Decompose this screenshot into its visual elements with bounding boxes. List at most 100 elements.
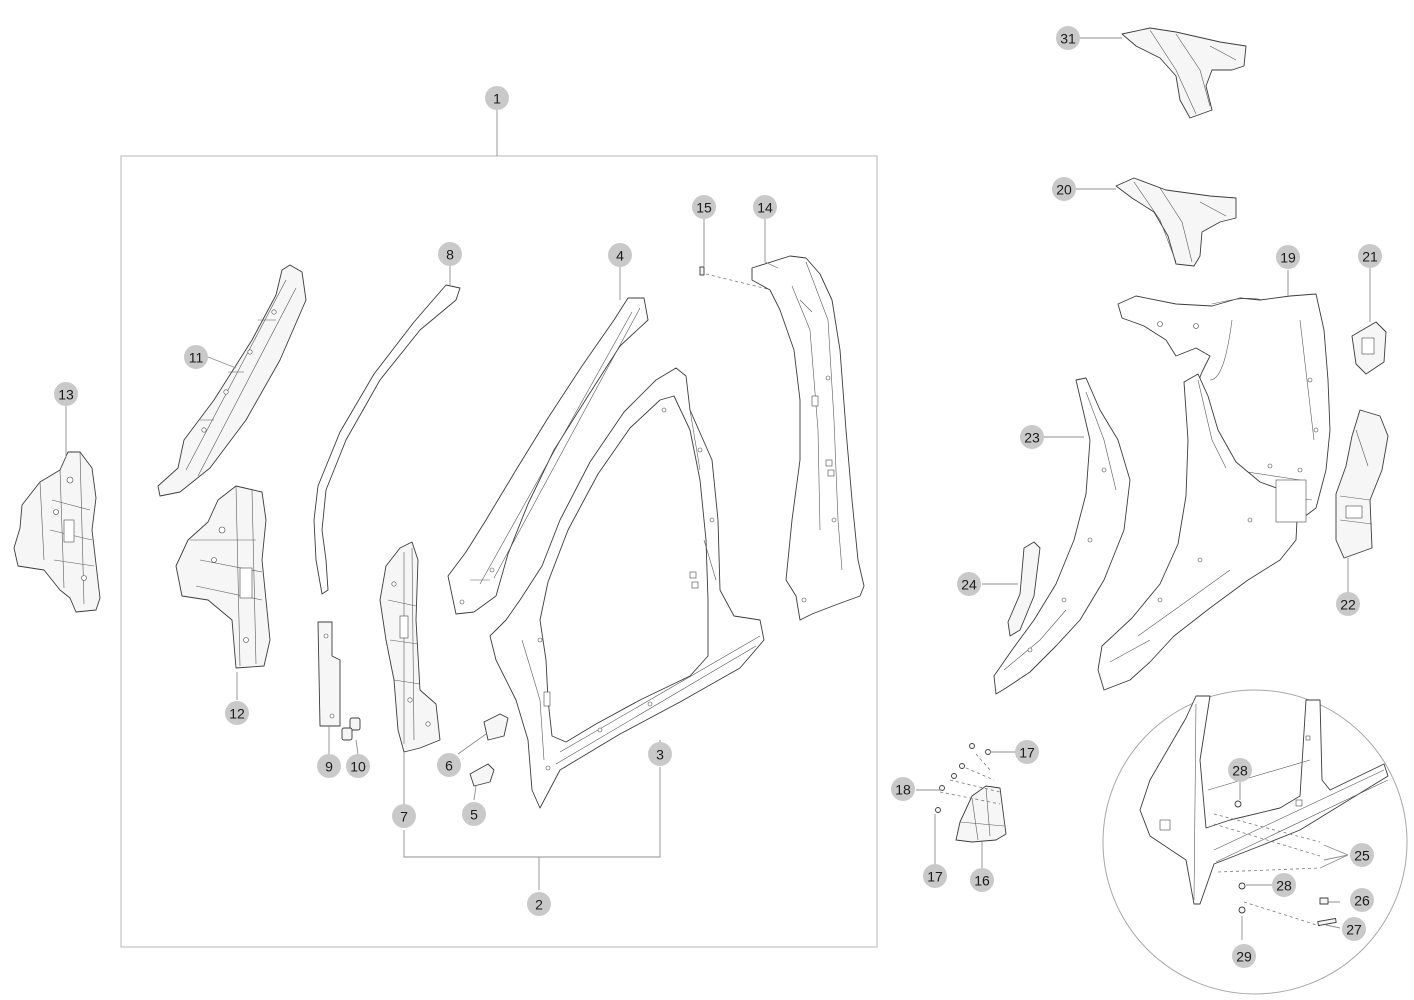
part-7-pillar-reinforcement: [379, 541, 441, 804]
callout-6: 6: [437, 753, 461, 777]
callout-badge: [462, 802, 486, 826]
callout-badge: [1232, 944, 1256, 968]
callout-number: 17: [1019, 745, 1035, 761]
callout-number: 1: [493, 91, 501, 107]
callout-badge: [485, 86, 509, 110]
callout-number: 3: [656, 747, 664, 763]
part-31-roof-bracket: [1080, 27, 1247, 119]
callout-number: 10: [350, 759, 366, 775]
callout-19: 19: [1276, 245, 1300, 269]
leader-2-bracket: [403, 767, 661, 890]
callout-badge: [438, 242, 462, 266]
callout-number: 4: [616, 248, 624, 264]
callout-17: 17: [923, 864, 947, 888]
callout-badge: [527, 892, 551, 916]
callout-badge: [317, 754, 341, 778]
callout-badge: [1350, 843, 1374, 867]
callout-badge: [648, 742, 672, 766]
callout-5: 5: [462, 802, 486, 826]
callout-number: 18: [895, 782, 911, 798]
callout-badge: [1350, 888, 1374, 912]
callout-13: 13: [54, 382, 78, 406]
callout-badge: [1228, 758, 1252, 782]
callout-badge: [346, 754, 370, 778]
callout-badge: [1358, 244, 1382, 268]
callout-25: 25: [1350, 843, 1374, 867]
callout-12: 12: [225, 701, 249, 725]
detail-lens: [1102, 689, 1408, 995]
part-14-pillar-inner: [751, 219, 865, 621]
part-6-small-bracket: [457, 713, 509, 755]
callout-badge: [692, 195, 716, 219]
callout-number: 19: [1280, 250, 1296, 266]
callout-1: 1: [485, 86, 509, 110]
callout-10: 10: [346, 754, 370, 778]
part-11-upper-reinforcement: [157, 264, 307, 497]
callout-8: 8: [438, 242, 462, 266]
callout-number: 13: [58, 387, 74, 403]
callout-27: 27: [1342, 917, 1366, 941]
callout-number: 26: [1354, 893, 1370, 909]
callout-18: 18: [891, 777, 915, 801]
callout-badge: [1336, 592, 1360, 616]
callout-badge: [225, 701, 249, 725]
callout-number: 23: [1024, 430, 1040, 446]
callout-number: 12: [229, 706, 245, 722]
part-22-panel-extension: [1335, 409, 1389, 592]
callout-number: 21: [1362, 249, 1378, 265]
callout-number: 7: [400, 809, 408, 825]
callout-badge: [1020, 425, 1044, 449]
callout-number: 20: [1056, 182, 1072, 198]
part-16-bracket: [916, 743, 1016, 868]
callout-badge: [1342, 917, 1366, 941]
callout-badge: [392, 804, 416, 828]
callout-15: 15: [692, 195, 716, 219]
callout-number: 11: [189, 350, 204, 366]
callout-22: 22: [1336, 592, 1360, 616]
callout-number: 28: [1232, 763, 1248, 779]
callout-badge: [957, 572, 981, 596]
callout-number: 24: [961, 577, 977, 593]
callout-26: 26: [1350, 888, 1374, 912]
callout-3: 3: [648, 742, 672, 766]
callout-number: 25: [1354, 848, 1370, 864]
callout-23: 23: [1020, 425, 1044, 449]
callout-31: 31: [1056, 26, 1080, 50]
callout-badge: [1056, 26, 1080, 50]
callout-badge: [1272, 873, 1296, 897]
callout-number: 2: [535, 897, 543, 913]
callout-badge: [1052, 177, 1076, 201]
callout-number: 17: [927, 869, 943, 885]
callout-4: 4: [608, 243, 632, 267]
callout-badge: [1015, 740, 1039, 764]
callout-number: 27: [1346, 922, 1362, 938]
part-4-pillar-outer: [447, 266, 649, 615]
part-20-rear-rail: [1076, 177, 1237, 267]
callout-badge: [608, 243, 632, 267]
part-23-wheelhouse-inner: [993, 377, 1131, 695]
part-9-plate: [317, 621, 341, 754]
part-8-rail-strip: [313, 266, 461, 595]
callout-badge: [891, 777, 915, 801]
callout-number: 29: [1236, 949, 1252, 965]
callout-badge: [437, 753, 461, 777]
callout-badge: [753, 195, 777, 219]
callout-number: 5: [470, 807, 478, 823]
callout-number: 6: [445, 758, 453, 774]
callout-9: 9: [317, 754, 341, 778]
callout-20: 20: [1052, 177, 1076, 201]
callout-16: 16: [970, 868, 994, 892]
callout-11: 11: [184, 345, 208, 369]
part-24-strip: [982, 541, 1041, 637]
callout-number: 22: [1340, 597, 1356, 613]
callout-number: 28: [1276, 878, 1292, 894]
callout-24: 24: [957, 572, 981, 596]
part-3-body-side-outer: [489, 367, 765, 809]
callout-number: 14: [757, 200, 773, 216]
callout-number: 9: [325, 759, 333, 775]
callout-number: 16: [974, 873, 990, 889]
part-15-bolt: [699, 218, 781, 293]
callout-21: 21: [1358, 244, 1382, 268]
